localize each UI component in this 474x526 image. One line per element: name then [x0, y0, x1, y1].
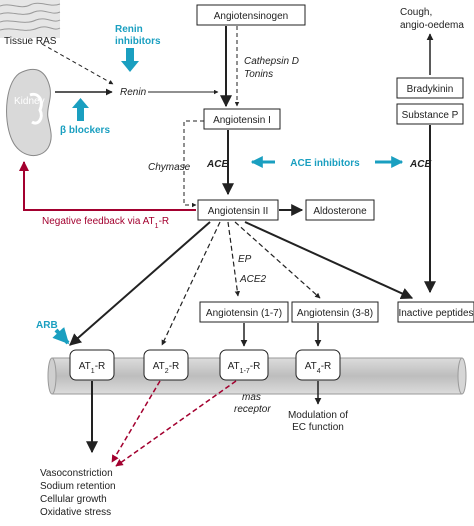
angiotensin-1-label: Angiotensin I	[213, 115, 271, 126]
ang2-to-at1r-arrow	[69, 221, 211, 346]
chymase-path	[183, 120, 204, 208]
at2r-end: -R	[169, 361, 180, 372]
arb-arrow	[52, 326, 70, 345]
effect-1: Vasoconstriction	[40, 468, 113, 479]
at17r-sub: 1-7	[240, 368, 250, 375]
modulation-label-1: Modulation of	[288, 410, 348, 421]
ang2-to-ang17-arrow	[227, 221, 241, 297]
kidney-icon	[6, 68, 52, 156]
substance-p-box	[396, 103, 464, 125]
at4r-main: AT	[305, 361, 317, 372]
at17r-end: -R	[250, 361, 261, 372]
renin-inhibitors-label-2: inhibitors	[115, 36, 161, 47]
negative-feedback-label: Negative feedback via AT1-R	[42, 216, 169, 230]
inactive-peptides-box	[397, 301, 474, 323]
ang2-to-inactive-arrow	[244, 221, 414, 299]
at1r-receptor	[69, 349, 115, 381]
mas-label-1: mas	[242, 392, 261, 403]
aldosterone-box	[305, 199, 375, 221]
at4r-receptor	[295, 349, 341, 381]
renin-inhibitors-label-1: Renin	[115, 24, 143, 35]
ang-1-7-box	[199, 301, 289, 323]
ep-label: EP	[238, 254, 252, 265]
negative-feedback-path	[19, 161, 196, 211]
at4r-sub: 4	[317, 368, 321, 375]
tissue-ras-arrow	[41, 43, 114, 85]
ang2-to-ang38-arrow	[234, 221, 321, 299]
cathepsin-label: Cathepsin D	[244, 56, 299, 67]
at4r-label: AT4-R	[305, 361, 332, 375]
tissue-ras-label: Tissue RAS	[4, 36, 57, 47]
arb-label: ARB	[36, 320, 58, 331]
at1r-main: AT	[79, 361, 91, 372]
modulation-label-2: EC function	[292, 422, 344, 433]
angiotensin-1-box	[203, 108, 281, 130]
beta-blockers-label: β blockers	[60, 125, 110, 136]
renin-inhibitor-arrow-icon	[121, 48, 139, 72]
ace-right-label: ACE	[409, 159, 431, 170]
at1r-sub: 1	[91, 368, 95, 375]
at2r-receptor	[143, 349, 189, 381]
ang2-to-at2r-arrow	[161, 221, 221, 346]
mas-label-2: receptor	[234, 404, 271, 415]
ace2-label: ACE2	[239, 274, 267, 285]
effect-3: Cellular growth	[40, 494, 107, 505]
at2r-main: AT	[153, 361, 165, 372]
beta-blocker-arrow-icon	[72, 98, 89, 121]
aldosterone-label: Aldosterone	[313, 206, 367, 217]
negative-feedback-end: -R	[159, 216, 170, 227]
at1r-label: AT1-R	[79, 361, 106, 375]
at17r-label: AT1-7-R	[228, 361, 261, 375]
ace-left-label: ACE	[206, 159, 228, 170]
ang-1-7-label: Angiotensin (1-7)	[206, 308, 282, 319]
angiotensinogen-box	[196, 4, 306, 26]
chymase-label: Chymase	[148, 162, 191, 173]
angiotensinogen-label: Angiotensinogen	[214, 11, 289, 22]
ang-3-8-label: Angiotensin (3-8)	[297, 308, 373, 319]
at4r-end: -R	[321, 361, 332, 372]
at17r-inhibit-arrow	[115, 380, 237, 467]
negative-feedback-sub: 1	[155, 223, 159, 230]
kidney-label: Kidney	[14, 96, 45, 107]
at17r-main: AT	[228, 361, 240, 372]
ace-inhibitors-label: ACE inhibitors	[290, 158, 360, 169]
at2r-sub: 2	[165, 368, 169, 375]
bradykinin-box	[396, 77, 464, 99]
cough-label-2: angio-oedema	[400, 20, 464, 31]
angiotensin-2-box	[197, 199, 279, 221]
tonins-label: Tonins	[244, 69, 273, 80]
renin-label: Renin	[120, 87, 147, 98]
effect-4: Oxidative stress	[40, 507, 111, 518]
cough-label-1: Cough,	[400, 7, 432, 18]
angiotensin-2-label: Angiotensin II	[208, 206, 269, 217]
at17r-receptor	[219, 349, 269, 381]
negative-feedback-text: Negative feedback via AT	[42, 216, 155, 227]
at2r-label: AT2-R	[153, 361, 180, 375]
ang-3-8-box	[291, 301, 379, 323]
ace-inhibitors-bg	[275, 154, 375, 170]
substance-p-label: Substance P	[402, 110, 459, 121]
at1r-end: -R	[95, 361, 106, 372]
inactive-peptides-label: Inactive peptides	[398, 308, 473, 319]
bradykinin-label: Bradykinin	[407, 84, 454, 95]
effect-2: Sodium retention	[40, 481, 116, 492]
tissue-ras-texture	[0, 0, 61, 38]
